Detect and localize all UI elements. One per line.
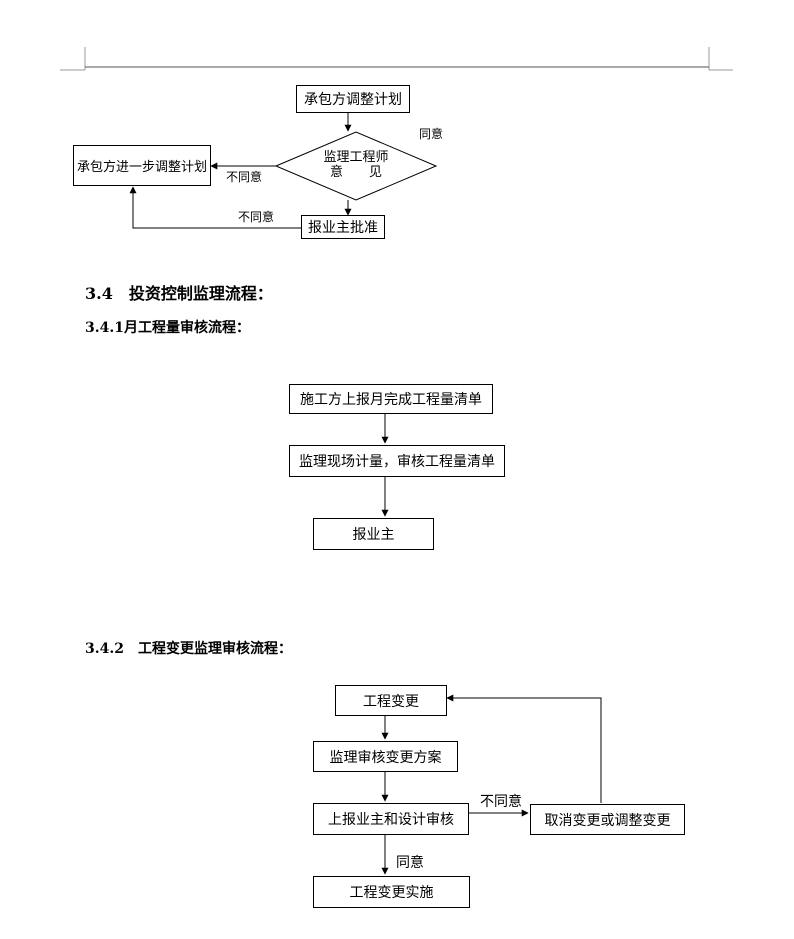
flow3-box-change: 工程变更 bbox=[335, 685, 447, 716]
flow1-box-owner-approve: 报业主批准 bbox=[301, 215, 385, 239]
flow3-box-report-design: 上报业主和设计审核 bbox=[313, 803, 469, 835]
flow2-box-report-owner: 报业主 bbox=[313, 518, 434, 550]
heading-3-4-1: 3.4.1月工程量审核流程： bbox=[85, 320, 250, 336]
diamond-line-1: 监理工程师 bbox=[323, 150, 389, 165]
flow1-label-agree: 同意 bbox=[419, 127, 444, 141]
flow2-box-supervision-measure: 监理现场计量，审核工程量清单 bbox=[289, 445, 505, 477]
flow1-box-further-adjust: 承包方进一步调整计划 bbox=[73, 145, 211, 186]
heading-3-4-2: 3.4.2 工程变更监理审核流程： bbox=[85, 641, 292, 657]
heading-3-4: 3.4 投资控制监理流程： bbox=[85, 284, 273, 303]
flow2-box-contractor-report: 施工方上报月完成工程量清单 bbox=[289, 384, 493, 414]
flow3-box-review-plan: 监理审核变更方案 bbox=[313, 741, 458, 772]
flow3-label-disagree: 不同意 bbox=[480, 794, 522, 810]
flow3-label-agree: 同意 bbox=[396, 855, 424, 871]
flow1-label-disagree-1: 不同意 bbox=[226, 170, 263, 184]
flow1-label-disagree-2: 不同意 bbox=[238, 210, 275, 224]
flow3-box-implement: 工程变更实施 bbox=[313, 876, 470, 908]
page-corner-marks bbox=[60, 47, 733, 71]
flow1-box-adjust-plan: 承包方调整计划 bbox=[296, 85, 410, 113]
flow1-diamond-label: 监理工程师 意 见 bbox=[306, 150, 406, 180]
decision-diamond bbox=[274, 131, 438, 201]
flow3-box-cancel-adjust: 取消变更或调整变更 bbox=[530, 804, 685, 835]
diamond-line-2: 意 见 bbox=[329, 165, 382, 180]
